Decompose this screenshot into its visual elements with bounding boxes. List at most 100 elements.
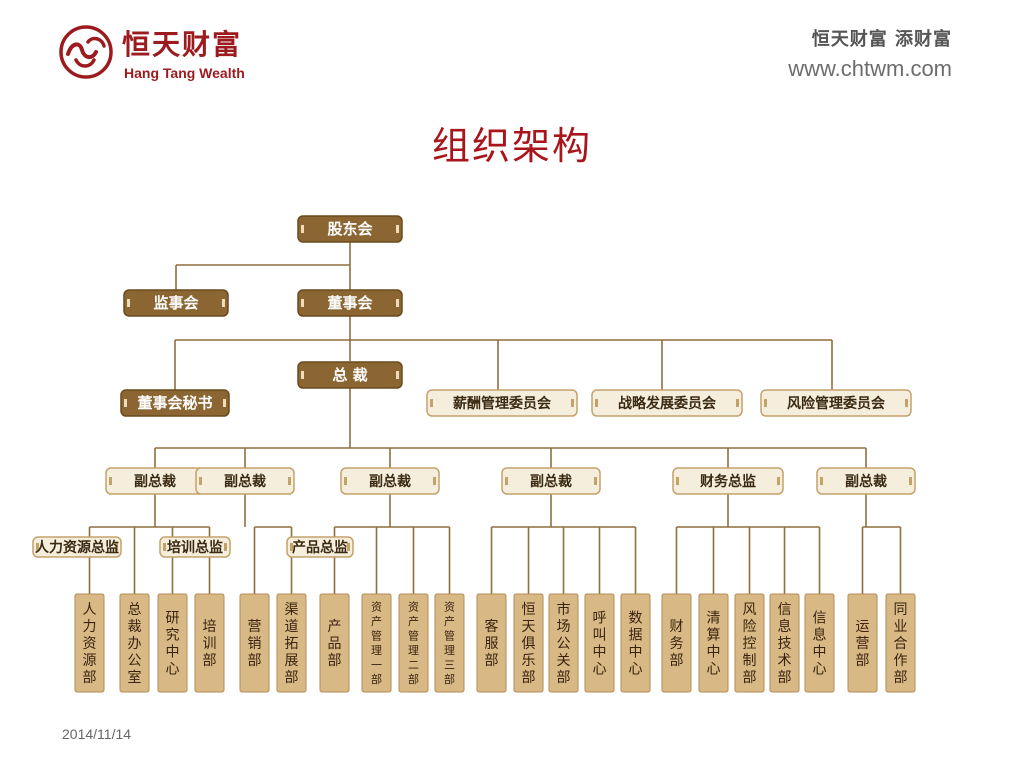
- cfo-box: 财务总监: [672, 467, 784, 495]
- vp4-box-frame: [501, 467, 601, 495]
- dept-d12-frame: [513, 593, 544, 693]
- dept-d14: 呼叫中心: [584, 593, 615, 693]
- cfo-box-notch-right: [777, 477, 780, 485]
- dept-d1-frame: [74, 593, 105, 693]
- dept-d14-frame: [584, 593, 615, 693]
- vp3-box: 副总裁: [340, 467, 440, 495]
- dept-d5: 营销部: [239, 593, 270, 693]
- dept-d1: 人力资源部: [74, 593, 105, 693]
- dept-d10-frame: [434, 593, 465, 693]
- vp4-box-notch-right: [594, 477, 597, 485]
- dept-d14-label: 呼叫中心: [593, 610, 607, 677]
- cfo-box-notch-left: [676, 477, 679, 485]
- product-director-box-frame: [286, 536, 354, 558]
- dept-d3: 研究中心: [157, 593, 188, 693]
- brand-name-en: Hang Tang Wealth: [124, 65, 245, 81]
- dept-d19-frame: [769, 593, 800, 693]
- vp3-box-notch-left: [344, 477, 347, 485]
- dept-d8-frame: [361, 593, 392, 693]
- vp5-box-frame: [816, 467, 916, 495]
- website-url: www.chtwm.com: [788, 56, 952, 81]
- vp5-box-label: 副总裁: [845, 473, 887, 490]
- dept-d9: 资产管理二部: [398, 593, 429, 693]
- product-director-box: 产品总监: [286, 536, 354, 558]
- vp5-box-notch-right: [909, 477, 912, 485]
- dept-d6: 渠道拓展部: [276, 593, 307, 693]
- dept-d18-label: 风险控制部: [743, 602, 757, 686]
- shareholders-box-notch-left: [301, 225, 304, 233]
- vp4-box-notch-left: [505, 477, 508, 485]
- dept-d22: 同业合作部: [885, 593, 916, 693]
- vp1-box-label: 副总裁: [134, 473, 176, 490]
- dept-d22-frame: [885, 593, 916, 693]
- dept-d7-label: 产品部: [328, 619, 342, 669]
- dept-d9-label: 资产管理二部: [408, 601, 419, 687]
- dept-d4-label: 培训部: [203, 619, 217, 669]
- hr-director-box-notch-right: [115, 543, 118, 551]
- dept-d11-frame: [476, 593, 507, 693]
- board-secretary-box: 董事会秘书: [120, 389, 230, 417]
- dept-d22-label: 同业合作部: [894, 602, 908, 686]
- dept-d21: 运营部: [847, 593, 878, 693]
- board-box-label: 董事会: [327, 294, 372, 312]
- shareholders-box-notch-right: [396, 225, 399, 233]
- dept-d20-label: 信息中心: [813, 610, 827, 677]
- dept-d8-label: 资产管理一部: [371, 601, 382, 687]
- cfo-box-frame: [672, 467, 784, 495]
- product-director-box-notch-right: [347, 543, 350, 551]
- page-title: 组织架构: [431, 124, 592, 168]
- risk-committee-box: 风险管理委员会: [760, 389, 912, 417]
- dept-d11-label: 客服部: [485, 618, 499, 669]
- vp3-box-label: 副总裁: [369, 473, 411, 490]
- dept-d1-label: 人力资源部: [83, 602, 97, 686]
- strategy-committee-box-frame: [591, 389, 743, 417]
- training-director-box-label: 培训总监: [167, 539, 223, 556]
- risk-committee-box-notch-right: [905, 399, 908, 407]
- dept-d9-frame: [398, 593, 429, 693]
- supervisors-box: 监事会: [123, 289, 229, 317]
- dept-d7: 产品部: [319, 593, 350, 693]
- vp3-box-frame: [340, 467, 440, 495]
- footer-date: 2014/11/14: [62, 726, 132, 742]
- dept-d6-frame: [276, 593, 307, 693]
- dept-d18-frame: [734, 593, 765, 693]
- dept-d16: 财务部: [661, 593, 692, 693]
- shareholders-box-frame: [297, 215, 403, 243]
- comp-committee-box-notch-left: [430, 399, 433, 407]
- shareholders-box: 股东会: [297, 215, 403, 243]
- hr-director-box-label: 人力资源总监: [35, 539, 119, 556]
- vp2-box: 副总裁: [195, 467, 295, 495]
- dept-d2: 总裁办公室: [119, 593, 150, 693]
- hr-director-box: 人力资源总监: [32, 536, 122, 558]
- training-director-box-notch-right: [224, 543, 227, 551]
- product-director-box-label: 产品总监: [292, 539, 348, 556]
- dept-d13: 市场公关部: [548, 593, 579, 693]
- dept-d11: 客服部: [476, 593, 507, 693]
- comp-committee-box-notch-right: [571, 399, 574, 407]
- vp4-box: 副总裁: [501, 467, 601, 495]
- board-box: 董事会: [297, 289, 403, 317]
- dept-d16-frame: [661, 593, 692, 693]
- supervisors-box-notch-right: [222, 299, 225, 307]
- dept-d17: 清算中心: [698, 593, 729, 693]
- dept-d2-frame: [119, 593, 150, 693]
- dept-d19: 信息技术部: [769, 593, 800, 693]
- dept-d21-label: 运营部: [856, 619, 870, 669]
- strategy-committee-box-label: 战略发展委员会: [618, 395, 717, 412]
- comp-committee-box-label: 薪酬管理委员会: [453, 395, 552, 412]
- dept-d10-label: 资产管理三部: [444, 601, 455, 687]
- hr-director-box-frame: [32, 536, 122, 558]
- supervisors-box-notch-left: [127, 299, 130, 307]
- dept-d19-label: 信息技术部: [778, 602, 792, 686]
- risk-committee-box-label: 风险管理委员会: [787, 395, 886, 412]
- strategy-committee-box-notch-right: [736, 399, 739, 407]
- dept-d15-frame: [620, 593, 651, 693]
- dept-d10: 资产管理三部: [434, 593, 465, 693]
- dept-d3-frame: [157, 593, 188, 693]
- board-box-notch-left: [301, 299, 304, 307]
- vp5-box: 副总裁: [816, 467, 916, 495]
- risk-committee-box-notch-left: [764, 399, 767, 407]
- dept-d16-label: 财务部: [670, 619, 684, 669]
- product-director-box-notch-left: [290, 543, 293, 551]
